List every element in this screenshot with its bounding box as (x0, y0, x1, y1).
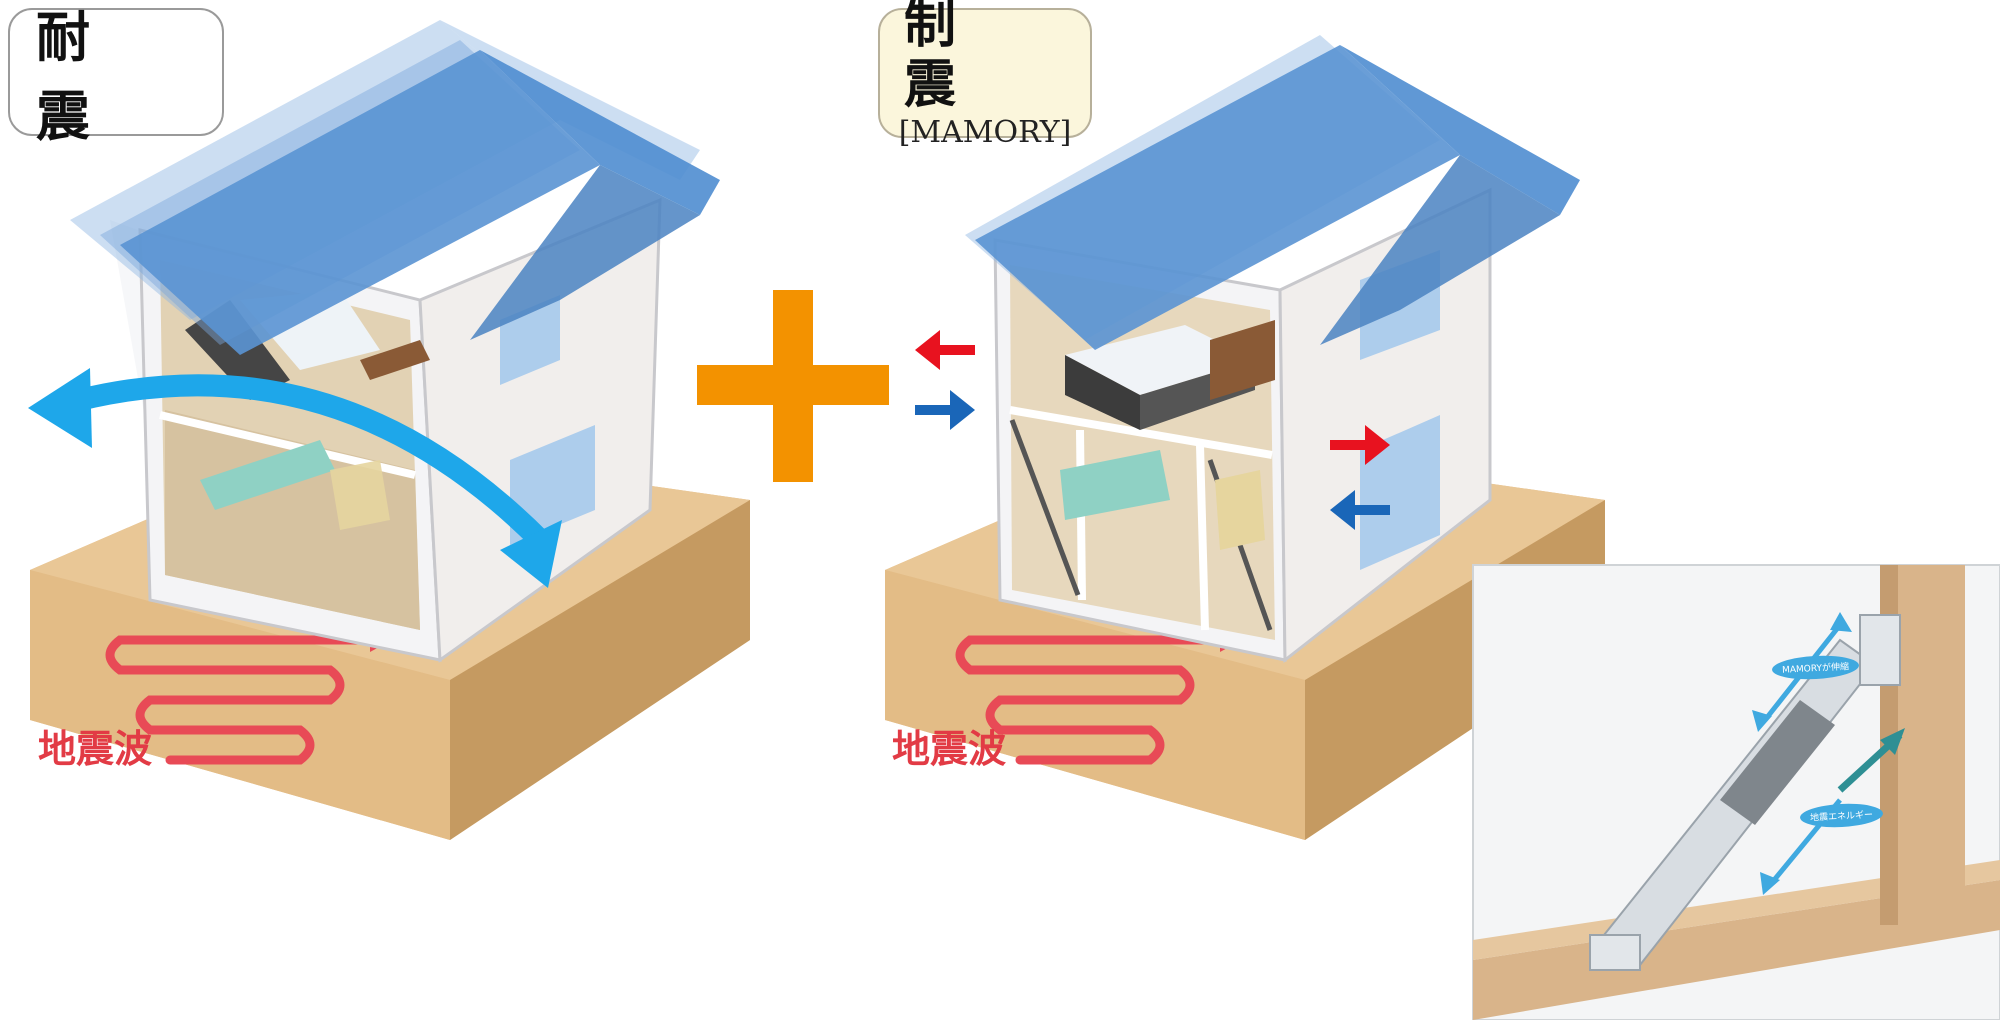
blue-arrow-icon (915, 390, 1390, 530)
red-arrow-icon (915, 330, 1390, 465)
right-house-illustration (885, 35, 1605, 840)
seismic-wave-label-right: 地震波 (892, 727, 1007, 771)
plus-icon (697, 290, 889, 482)
damper-icon (1589, 614, 1901, 971)
seishin-title: 制 震 (904, 0, 1057, 115)
taishin-title: 耐 震 (36, 6, 196, 148)
damper-inset (1472, 564, 2000, 1020)
seismic-wave-right (955, 635, 1225, 765)
seishin-label-box: 制 震 [MAMORY] (878, 0, 1092, 150)
left-house-illustration (28, 20, 750, 840)
taishin-label-box: 耐 震 (8, 6, 224, 148)
seismic-wave-left (105, 635, 375, 765)
seishin-subtitle: [MAMORY] (898, 115, 1072, 150)
sway-arrow-icon (49, 374, 551, 551)
seismic-wave-label-left: 地震波 (38, 727, 153, 771)
